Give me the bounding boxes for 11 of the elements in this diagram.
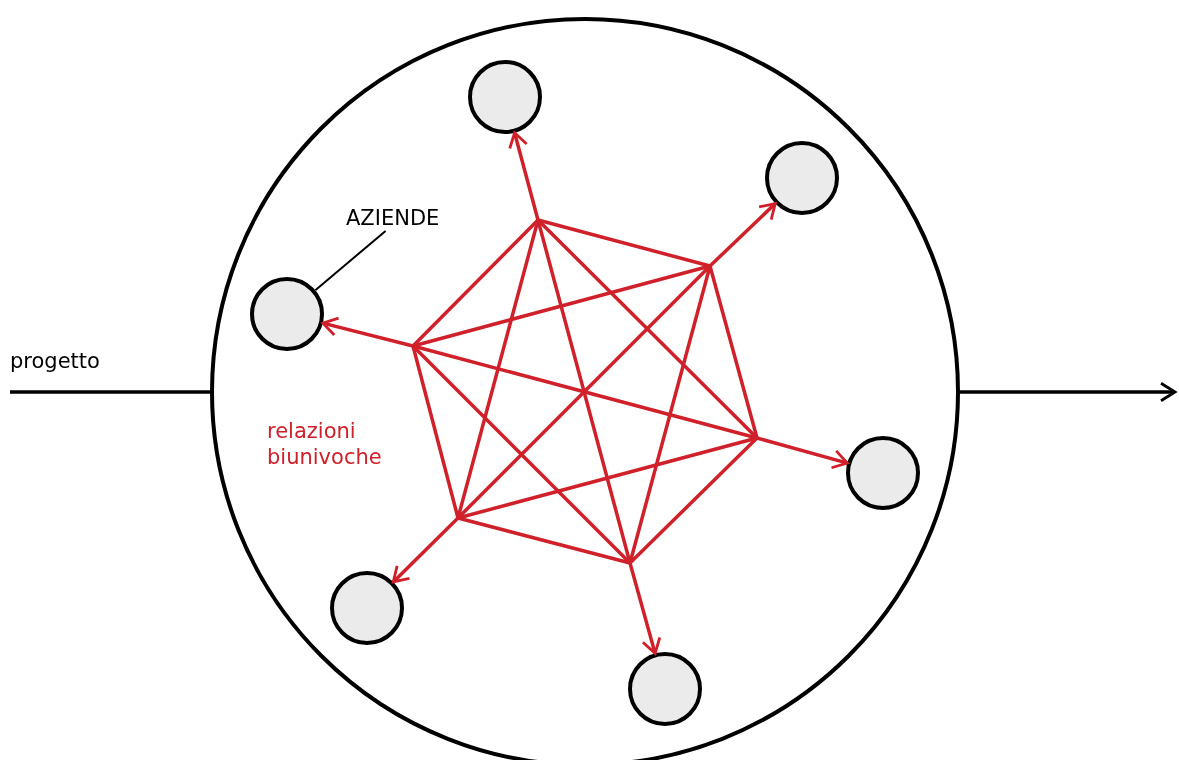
- arrow: [708, 202, 777, 268]
- arrow: [960, 381, 1177, 403]
- arrow: [391, 516, 460, 584]
- leader-line: [314, 230, 387, 292]
- annotation-text: relazioni biunivoche: [267, 418, 383, 470]
- line: [10, 390, 210, 394]
- arrow: [321, 316, 414, 348]
- callout-label: AZIENDE: [346, 205, 456, 231]
- arrow: [508, 131, 540, 221]
- arrow: [628, 562, 662, 655]
- arrow: [756, 436, 849, 470]
